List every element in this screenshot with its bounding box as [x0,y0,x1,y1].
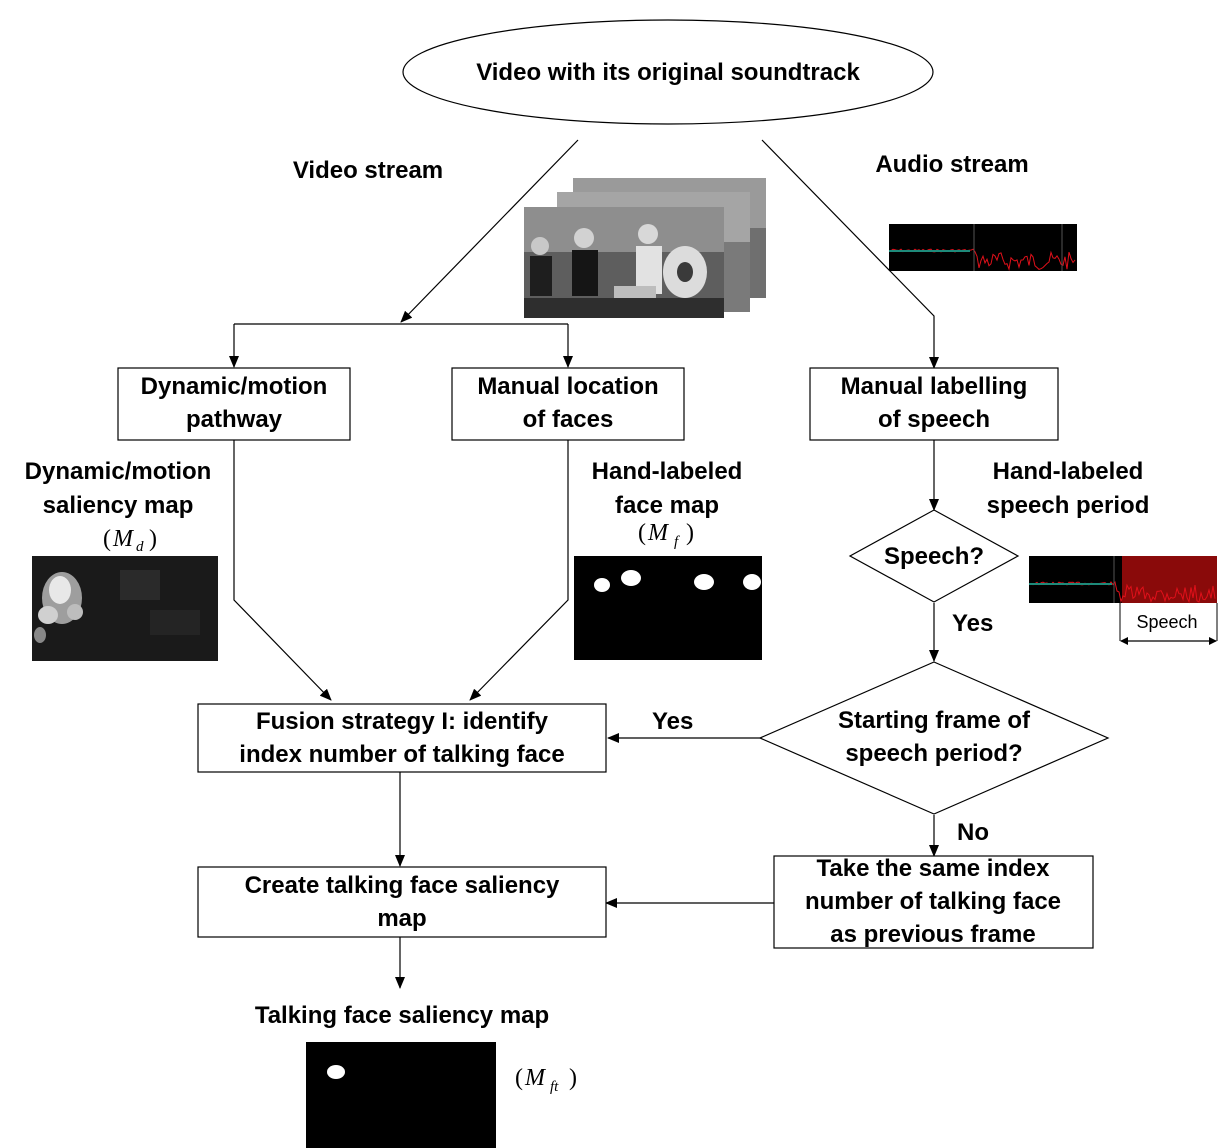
face-spot-1 [594,578,610,592]
speech-decision: Speech? [848,509,1020,603]
speech-decision-label: Speech? [884,543,984,570]
face-map-image [574,556,762,660]
speech-period-label-1: Hand-labeled [993,458,1144,485]
audio-waveform-image [888,224,1077,272]
video-frames-image [524,178,766,318]
speech-tag-label: Speech [1136,612,1197,632]
face-spot-2 [621,570,641,586]
manual-faces-line-1: Manual location [477,373,658,400]
starting-frame-decision: Starting frame of speech period? [758,661,1110,815]
math-mf: ( M f ) [638,520,694,550]
math-mft-close: ) [569,1065,577,1091]
fusion-box: Fusion strategy I: identify index number… [197,703,607,773]
math-mft-symbol: M [524,1065,547,1091]
arrow-source-to-video [400,139,579,323]
take-same-box: Take the same index number of talking fa… [773,855,1094,949]
arrow-source-to-speech [761,139,939,369]
math-mf-subscript: f [674,534,680,550]
math-md: ( M d ) [103,526,157,555]
math-mf-symbol: M [647,520,670,546]
connectors [229,139,939,989]
manual-faces-line-2: of faces [523,406,614,433]
source-node: Video with its original soundtrack [402,19,934,125]
source-label: Video with its original soundtrack [476,59,860,86]
create-map-line-1: Create talking face saliency [245,872,560,899]
manual-speech-box: Manual labelling of speech [809,367,1059,441]
math-mft-subscript: ft [550,1079,559,1095]
dynamic-map-label-2: saliency map [43,492,194,519]
output-map-image [306,1042,496,1148]
math-md-close: ) [149,526,157,552]
dynamic-pathway-box: Dynamic/motion pathway [117,367,351,441]
take-same-line-1: Take the same index [817,855,1051,882]
dynamic-map-label-1: Dynamic/motion [25,458,212,485]
dynamic-pathway-line-2: pathway [186,406,283,433]
speech-highlight [1122,556,1217,603]
face-map-label-2: face map [615,492,719,519]
math-md-subscript: d [136,539,144,555]
math-mf-close: ) [686,520,694,546]
audio-stream-label: Audio stream [875,151,1028,178]
take-same-line-3: as previous frame [830,921,1035,948]
speech-period-label-2: speech period [987,492,1150,519]
math-mft: ( M ft ) [515,1065,577,1095]
video-frame-front [524,207,724,318]
take-same-line-2: number of talking face [805,888,1061,915]
yes-fusion-label: Yes [652,708,693,735]
create-map-box: Create talking face saliency map [197,866,607,938]
math-mft-open: ( [515,1065,523,1091]
face-spot-3 [694,574,714,590]
manual-faces-box: Manual location of faces [451,367,685,441]
math-md-symbol: M [112,526,135,552]
dynamic-saliency-image [32,556,218,661]
manual-speech-line-1: Manual labelling [841,373,1028,400]
arrow-dynamic-to-fusion [233,440,332,701]
face-spot-4 [743,574,761,590]
speech-period-image: Speech [1028,556,1218,645]
speech-waveform-trace [1028,580,1216,604]
video-stream-label: Video stream [293,157,443,184]
fusion-line-2: index number of talking face [239,741,564,768]
create-map-line-2: map [377,905,426,932]
output-label: Talking face saliency map [255,1002,549,1029]
face-map-label-1: Hand-labeled [592,458,743,485]
arrow-faces-to-fusion [469,440,569,701]
math-mf-open: ( [638,520,646,546]
manual-speech-line-2: of speech [878,406,990,433]
fusion-line-1: Fusion strategy I: identify [256,708,549,735]
math-md-open: ( [103,526,111,552]
yes-speech-label: Yes [952,610,993,637]
dynamic-pathway-line-1: Dynamic/motion [141,373,328,400]
output-face-spot [327,1065,345,1079]
starting-frame-line-1: Starting frame of [838,707,1031,734]
no-label: No [957,819,989,846]
starting-frame-line-2: speech period? [845,740,1022,767]
